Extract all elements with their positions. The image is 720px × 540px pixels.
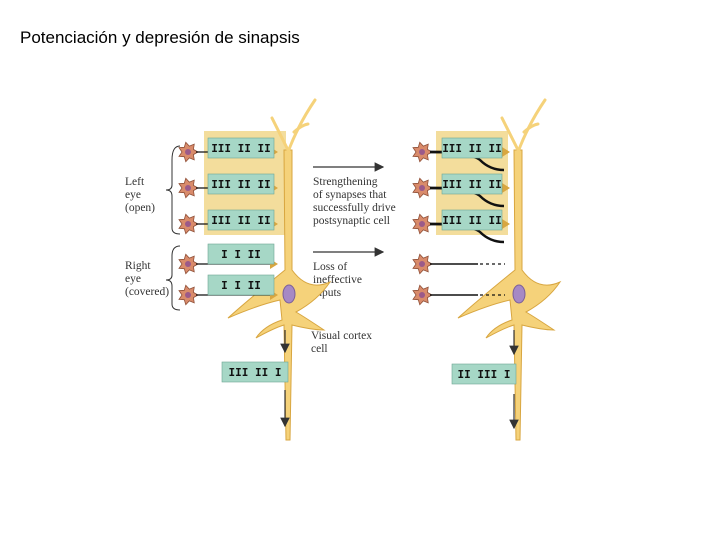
strengthening-line-2: of synapses that	[313, 189, 387, 201]
strengthening-line-3: successfully drive	[313, 202, 396, 214]
input-neuron-nucleus	[419, 261, 425, 267]
spike-train-label: III II I	[229, 366, 282, 379]
cortex-line-2: cell	[311, 343, 328, 355]
output-spike-train-before: III II I	[221, 361, 289, 383]
right-eye-brace	[165, 245, 181, 311]
input-neuron	[178, 284, 199, 306]
dendrite-branch	[292, 122, 310, 134]
loss-line-1: Loss of	[313, 261, 347, 273]
left-eye-spike-train-after: III II II	[441, 173, 503, 195]
right-eye-label: Right eye (covered)	[125, 260, 169, 298]
dendrite-branch	[500, 116, 520, 152]
input-neuron-nucleus	[419, 292, 425, 298]
input-neuron-nucleus	[419, 221, 425, 227]
spike-box-bg	[441, 209, 503, 231]
left-eye-label: Left eye (open)	[125, 176, 155, 214]
spike-train-label: III II II	[442, 142, 502, 155]
spike-box-bg	[207, 137, 275, 159]
synapse-terminal	[502, 147, 510, 157]
right-eye-line-1: Right	[125, 260, 151, 272]
input-neuron	[412, 177, 433, 199]
left-eye-line-1: Left	[125, 176, 145, 188]
visual-cortex-neuron-before	[227, 98, 332, 441]
input-neuron	[178, 141, 199, 163]
spike-train-label: III II II	[211, 214, 271, 227]
input-neuron	[412, 141, 433, 163]
left-eye-line-3: (open)	[125, 202, 155, 214]
left-eye-spike-train: III II II	[207, 137, 275, 159]
spike-box-bg	[207, 274, 275, 296]
spike-box-bg	[441, 173, 503, 195]
spike-box-bg	[207, 209, 275, 231]
right-eye-line-2: eye	[125, 273, 141, 285]
input-neuron-nucleus	[185, 292, 191, 298]
cortex-label: Visual cortex cell	[311, 330, 372, 355]
input-neuron-nucleus	[185, 149, 191, 155]
cortex-line-1: Visual cortex	[311, 330, 372, 342]
spike-train-label: III II II	[442, 214, 502, 227]
input-neuron	[178, 253, 199, 275]
neuron-body	[227, 149, 332, 441]
left-eye-line-2: eye	[125, 189, 141, 201]
input-neuron-nucleus	[419, 149, 425, 155]
soma-nucleus	[282, 284, 296, 304]
spike-train-label: III II II	[211, 178, 271, 191]
after-panel: III II II III II II III II II II III I	[412, 98, 562, 441]
left-eye-spike-train-after: III II II	[441, 209, 503, 231]
left-eye-spike-train-after: III II II	[441, 137, 503, 159]
output-spike-train-after: II III I	[451, 363, 517, 385]
input-neuron-nucleus	[185, 185, 191, 191]
spike-train-label: III II II	[442, 178, 502, 191]
neuron-body	[457, 149, 562, 441]
strengthening-line-4: postsynaptic cell	[313, 215, 390, 227]
spike-box-bg	[207, 173, 275, 195]
strengthening-line-1: Strengthening	[313, 176, 378, 188]
input-neuron-nucleus	[185, 221, 191, 227]
before-panel: III II II III II II III II II I I II I I II I…	[165, 98, 332, 441]
spike-box-bg	[451, 363, 517, 385]
strengthening-label: Strengthening of synapses that successfu…	[313, 176, 396, 227]
spike-train-label: I I II	[221, 248, 261, 261]
input-neuron-nucleus	[419, 185, 425, 191]
left-eye-spike-train: III II II	[207, 209, 275, 231]
spike-train-label: II III I	[458, 368, 511, 381]
input-neuron	[178, 177, 199, 199]
input-neuron	[178, 213, 199, 235]
spike-box-bg	[441, 137, 503, 159]
input-neuron	[412, 253, 433, 275]
spike-box-bg	[207, 243, 275, 265]
left-eye-brace	[165, 145, 181, 235]
slide-title: Potenciación y depresión de sinapsis	[20, 28, 300, 47]
synapse-terminal	[502, 219, 510, 229]
left-eye-spike-train: III II II	[207, 173, 275, 195]
input-neuron	[412, 284, 433, 306]
spike-train-label: I I II	[221, 279, 261, 292]
visual-cortex-neuron-after	[457, 98, 562, 441]
synapse-terminal	[502, 183, 510, 193]
loss-line-2: ineffective	[313, 274, 362, 286]
dendrite-branch	[522, 122, 540, 134]
dendrite-branch	[270, 116, 290, 152]
right-eye-spike-train: I I II	[207, 274, 275, 296]
soma-nucleus	[512, 284, 526, 304]
spike-box-bg	[221, 361, 289, 383]
spike-train-label: III II II	[211, 142, 271, 155]
dendrite-branch	[516, 98, 547, 154]
right-eye-spike-train: I I II	[207, 243, 275, 265]
right-eye-line-3: (covered)	[125, 286, 169, 298]
input-neuron	[412, 213, 433, 235]
input-neuron-nucleus	[185, 261, 191, 267]
dendrite-branch	[286, 98, 317, 154]
